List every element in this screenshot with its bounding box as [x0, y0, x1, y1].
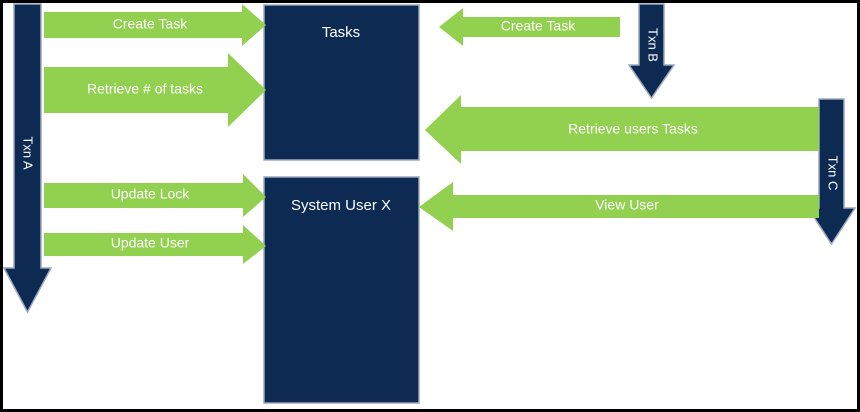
txn-b-label: Txn B [646, 28, 661, 62]
txn-b-arrow-shape [627, 3, 676, 100]
flow-diagram-svg: Txn A Tasks System User X Create Task Re… [3, 3, 857, 404]
transaction-arrow-txn-a[interactable]: Txn A [3, 3, 53, 314]
retrieve-users-tasks-arrow-shape [425, 95, 819, 164]
message-arrow-create-task-left[interactable]: Create Task [44, 4, 266, 46]
retrieve-users-tasks-label: Retrieve users Tasks [568, 121, 698, 137]
message-arrow-retrieve-number-of-tasks[interactable]: Retrieve # of tasks [44, 53, 266, 127]
create-task-right-arrow-shape [439, 8, 620, 46]
message-arrow-create-task-right[interactable]: Create Task [439, 8, 620, 46]
view-user-arrow-shape [419, 182, 819, 231]
update-user-arrow-shape [44, 225, 266, 264]
tasks-box [263, 4, 420, 161]
message-arrow-retrieve-users-tasks[interactable]: Retrieve users Tasks [425, 95, 819, 164]
retrieve-number-of-tasks-label: Retrieve # of tasks [87, 81, 203, 97]
transaction-arrow-txn-b[interactable]: Txn B [627, 3, 676, 100]
system-user-x-label: System User X [291, 197, 391, 214]
create-task-left-label: Create Task [113, 16, 188, 32]
diagram-stage: Txn A Tasks System User X Create Task Re… [3, 3, 857, 409]
node-system-user-x[interactable]: System User X [263, 176, 420, 404]
tasks-label: Tasks [322, 24, 360, 41]
message-arrow-update-lock[interactable]: Update Lock [44, 174, 266, 217]
txn-a-arrow-shape [3, 3, 53, 314]
update-lock-arrow-shape [44, 174, 266, 217]
retrieve-number-of-tasks-arrow-shape [44, 53, 266, 127]
system-user-x-box [263, 176, 420, 404]
txn-a-label: Txn A [21, 136, 36, 170]
txn-c-label: Txn C [826, 156, 841, 191]
update-lock-label: Update Lock [111, 186, 191, 202]
message-arrow-update-user[interactable]: Update User [44, 225, 266, 264]
create-task-left-arrow-shape [44, 4, 266, 46]
node-tasks[interactable]: Tasks [263, 4, 420, 161]
create-task-right-label: Create Task [501, 18, 576, 34]
update-user-label: Update User [111, 235, 190, 251]
view-user-label: View User [595, 197, 659, 213]
message-arrow-view-user[interactable]: View User [419, 182, 819, 231]
